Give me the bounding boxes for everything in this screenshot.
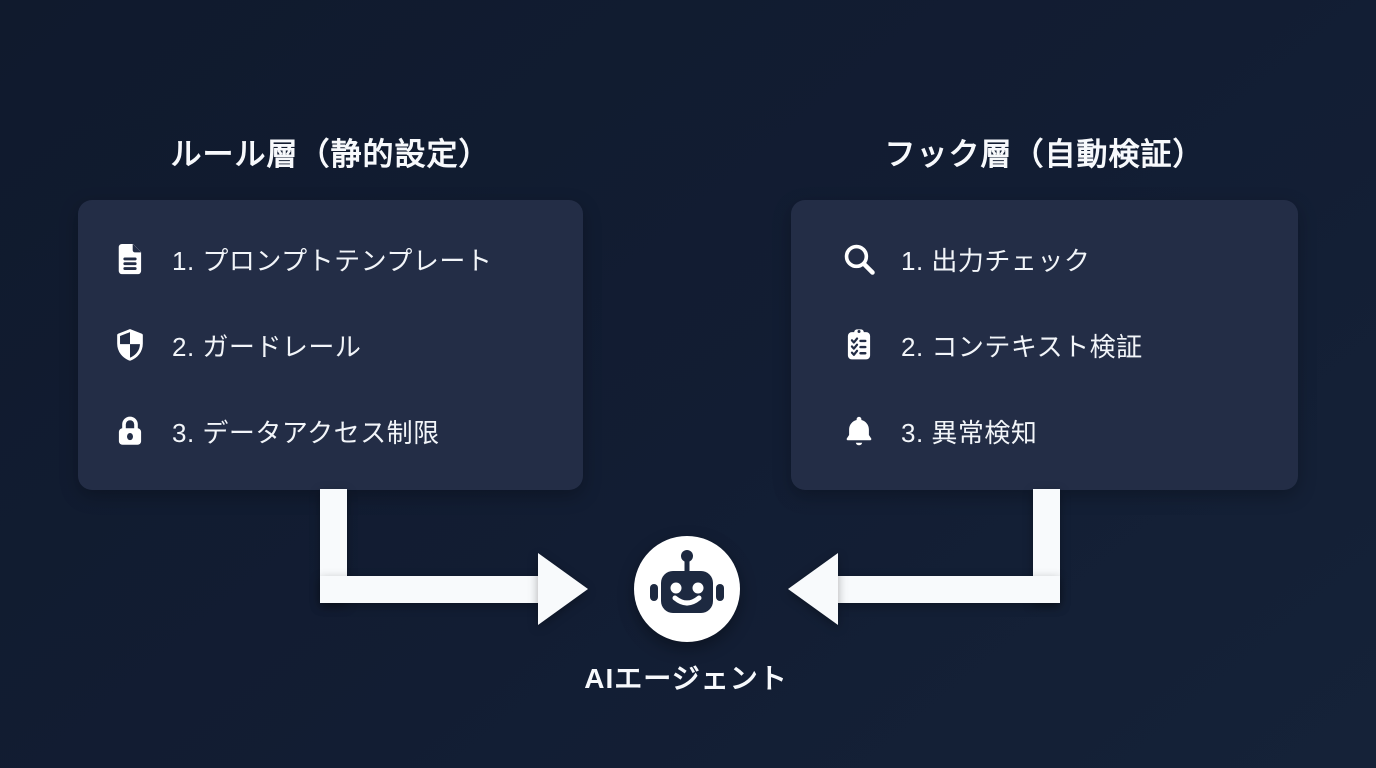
left-arrowhead: [538, 553, 588, 625]
item-label: 3. データアクセス制限: [172, 417, 440, 448]
list-item: 1. プロンプトテンプレート: [112, 216, 583, 302]
item-label: 2. コンテキスト検証: [901, 331, 1143, 362]
left-arrow-horizontal: [320, 576, 540, 603]
item-label: 3. 異常検知: [901, 417, 1038, 448]
lock-icon: [112, 413, 148, 449]
list-item: 2. ガードレール: [112, 302, 583, 388]
list-item: 3. データアクセス制限: [112, 388, 583, 474]
rule-layer-title: ルール層（静的設定）: [170, 137, 491, 172]
item-label: 2. ガードレール: [172, 331, 362, 362]
bell-icon: [841, 413, 877, 449]
rule-layer-panel: 1. プロンプトテンプレート 2. ガードレール 3. データアクセス制限: [78, 200, 583, 490]
checklist-icon: [841, 327, 877, 363]
hook-layer-panel: 1. 出力チェック 2. コンテキスト検証: [791, 200, 1298, 490]
search-icon: [841, 241, 877, 277]
item-label: 1. プロンプトテンプレート: [172, 245, 493, 276]
document-icon: [112, 241, 148, 277]
item-label: 1. 出力チェック: [901, 245, 1091, 276]
list-item: 1. 出力チェック: [841, 216, 1298, 302]
ai-agent-label: AIエージェント: [584, 663, 788, 694]
right-arrow-horizontal: [838, 576, 1060, 603]
list-item: 2. コンテキスト検証: [841, 302, 1298, 388]
shield-icon: [112, 327, 148, 363]
ai-agent-node: [634, 536, 740, 642]
right-arrowhead: [788, 553, 838, 625]
robot-icon: [637, 539, 737, 639]
list-item: 3. 異常検知: [841, 388, 1298, 474]
hook-layer-title: フック層（自動検証）: [884, 137, 1205, 172]
